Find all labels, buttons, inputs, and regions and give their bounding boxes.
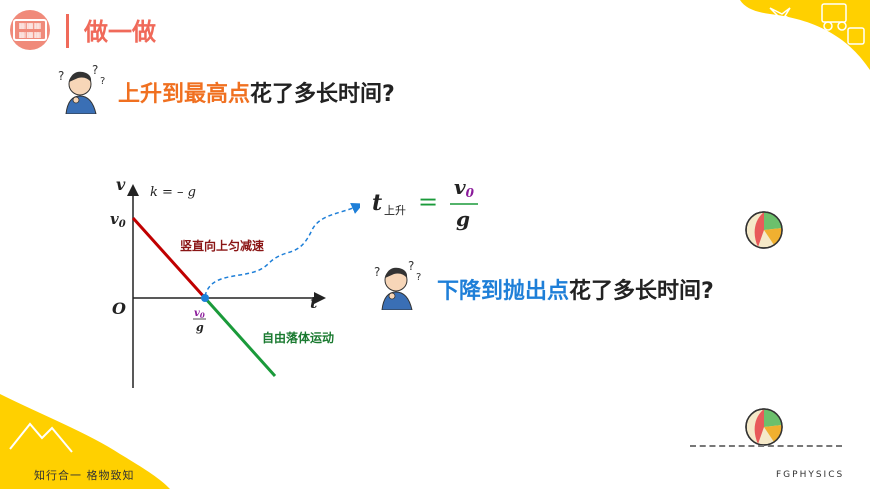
page-title: 做一做 (84, 18, 156, 46)
footer-brand: FGPHYSICS (776, 470, 845, 480)
question-fall-highlight: 下降到抛出点 (437, 279, 570, 304)
formula-denominator: g (456, 207, 470, 231)
freefall-label: 自由落体运动 (262, 330, 334, 345)
title-divider (66, 14, 69, 48)
corner-decoration-bottom-left (0, 394, 170, 489)
v-axis-label: v (116, 175, 126, 194)
question-fall-rest: 花了多长时间? (569, 279, 714, 304)
svg-text:?: ? (92, 63, 98, 77)
logo-icon: ▦▦▦▦▦▦ (13, 19, 47, 41)
thinking-person-icon: ? ? ? (58, 63, 105, 114)
beach-ball-bottom-icon (745, 408, 783, 446)
origin-label: O (112, 299, 126, 318)
freefall-line (203, 296, 277, 378)
logo-badge: ▦▦▦▦▦▦ (10, 10, 50, 50)
svg-text:?: ? (100, 76, 105, 87)
question-rise-time: 上升到最高点花了多长时间? (118, 76, 395, 108)
tick-numerator: v0 (194, 308, 205, 320)
svg-text:?: ? (408, 259, 414, 273)
t-axis-label: t (310, 293, 318, 312)
velocity-time-graph: v t O v0 k = – g 竖直向上匀减速 自由落体运动 v0 g (110, 175, 360, 388)
tick-denominator: g (196, 321, 204, 334)
svg-text:?: ? (416, 272, 421, 283)
question-rise-highlight: 上升到最高点 (118, 82, 251, 107)
v0-label: v0 (110, 210, 126, 230)
question-rise-rest: 花了多长时间? (250, 82, 395, 107)
deceleration-label: 竖直向上匀减速 (180, 238, 264, 253)
thinking-person-icon: ? ? ? (374, 259, 421, 310)
turning-point (201, 294, 209, 302)
svg-text:?: ? (374, 265, 380, 279)
beach-ball-top-icon (745, 211, 783, 249)
corner-decoration-top-right (740, 0, 870, 70)
formula-numerator: v0 (454, 175, 475, 200)
footer-motto: 知行合一 格物致知 (34, 469, 135, 482)
slope-label: k = – g (150, 185, 196, 200)
rise-time-formula: t 上升 = v0 g (372, 175, 478, 231)
question-fall-time: 下降到抛出点花了多长时间? (437, 273, 714, 305)
formula-subscript: 上升 (384, 204, 406, 217)
svg-text:?: ? (58, 69, 64, 83)
ground-line (690, 445, 842, 447)
formula-equals: = (418, 188, 438, 216)
formula-t: t (372, 190, 382, 216)
deceleration-line (131, 216, 207, 300)
